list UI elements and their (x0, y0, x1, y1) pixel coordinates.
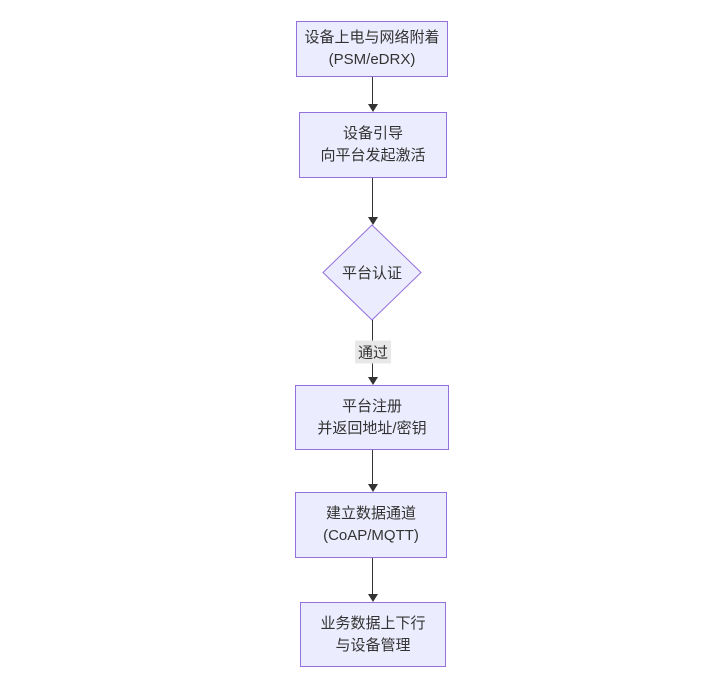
edge-e-f (372, 558, 373, 594)
arrow-down-icon (368, 377, 378, 385)
node-text-line: (CoAP/MQTT) (323, 527, 419, 544)
node-text-line: 业务数据上下行 (320, 614, 426, 632)
arrow-down-icon (368, 217, 378, 225)
node-platform-register: 平台注册 并返回地址/密钥 (295, 385, 449, 450)
arrow-down-icon (368, 104, 378, 112)
arrow-down-icon (368, 484, 378, 492)
node-text-line: 设备引导 (342, 125, 403, 142)
node-data-channel: 建立数据通道 (CoAP/MQTT) (295, 492, 447, 558)
edge-b-c (372, 178, 373, 217)
arrow-down-icon (368, 594, 378, 602)
node-text-line: 平台认证 (341, 265, 402, 282)
node-power-network-attach: 设备上电与网络附着 (PSM/eDRX) (296, 21, 448, 77)
edge-label-pass: 通过 (354, 340, 392, 364)
node-text-line: 并返回地址/密钥 (317, 419, 427, 437)
node-text-line: 与设备管理 (335, 636, 411, 654)
decision-platform-auth: 平台认证 (322, 224, 422, 321)
node-text-line: 设备上电与网络附着 (304, 29, 440, 46)
node-text-line: 向平台发起激活 (320, 147, 426, 164)
node-device-bootstrap: 设备引导 向平台发起激活 (299, 112, 447, 178)
node-text-line: 平台注册 (341, 397, 402, 415)
node-text-line: 建立数据通道 (325, 505, 416, 522)
edge-a-b (372, 77, 373, 104)
edge-d-e (372, 450, 373, 484)
node-business-data: 业务数据上下行 与设备管理 (300, 602, 446, 667)
node-text-line: (PSM/eDRX) (328, 51, 416, 68)
